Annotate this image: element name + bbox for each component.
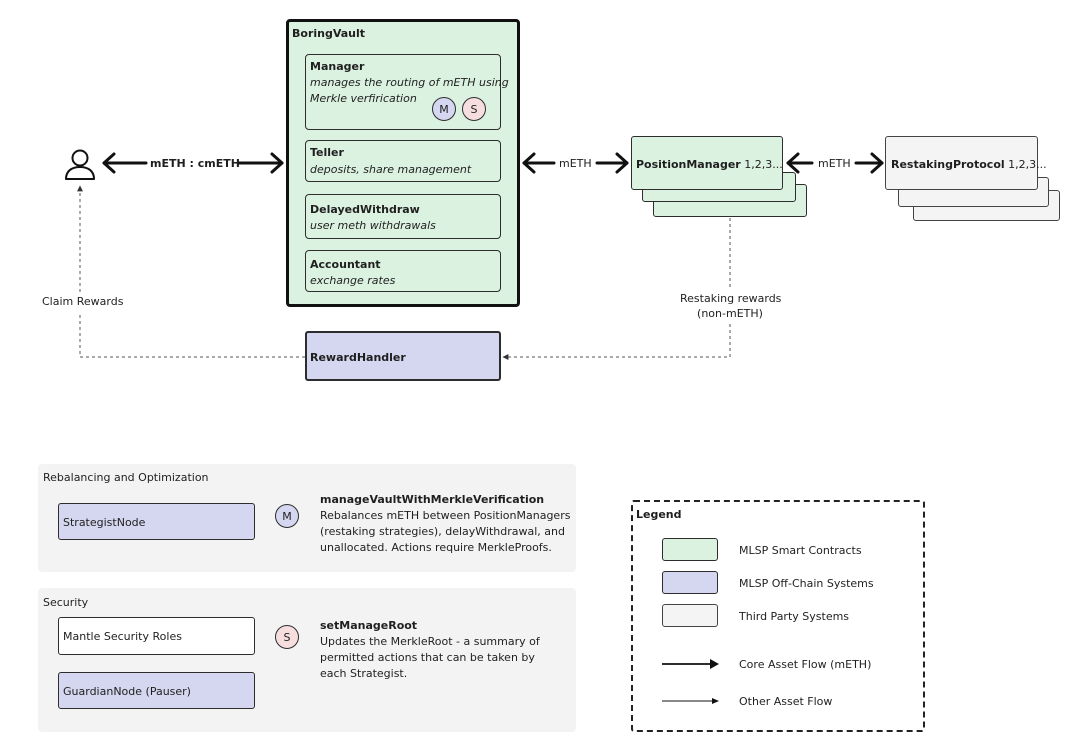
rebalancing-fn-line-1: Rebalances mETH between PositionManagers bbox=[320, 509, 571, 522]
position-manager-label: PositionManager 1,2,3... bbox=[636, 157, 783, 172]
security-fn-title: setManageRoot bbox=[320, 619, 418, 632]
teller-box[interactable]: Teller deposits, share management bbox=[305, 140, 501, 182]
security-title: Security bbox=[43, 596, 89, 609]
position-manager-name: PositionManager bbox=[636, 158, 741, 171]
rebalancing-title: Rebalancing and Optimization bbox=[43, 471, 209, 484]
manager-badge-m: M bbox=[432, 97, 456, 121]
legend-third-party-label: Third Party Systems bbox=[739, 610, 850, 623]
legend-other-flow-label: Other Asset Flow bbox=[739, 695, 833, 708]
legend-swatch-smart-contracts bbox=[662, 538, 718, 561]
guardian-node-label: GuardianNode (Pauser) bbox=[63, 685, 191, 698]
restaking-protocol-label: RestakingProtocol 1,2,3... bbox=[891, 157, 1047, 172]
manager-desc-line-1: manages the routing of mETH using bbox=[310, 76, 509, 89]
security-fn-line-1: Updates the MerkleRoot - a summary of bbox=[320, 635, 540, 648]
rebalancing-fn-line-3: unallocated. Actions require MerkleProof… bbox=[320, 541, 552, 554]
manager-badge-s: S bbox=[462, 97, 486, 121]
boring-vault-title: BoringVault bbox=[292, 27, 366, 40]
security-roles-box[interactable]: Mantle Security Roles bbox=[58, 617, 255, 655]
user-icon bbox=[65, 149, 95, 180]
manager-desc-line-2: Merkle verfirication bbox=[310, 92, 417, 105]
legend-title: Legend bbox=[636, 508, 682, 521]
restaking-protocol-box[interactable]: RestakingProtocol 1,2,3... bbox=[885, 136, 1047, 190]
security-fn-line-2: permitted actions that can be taken by bbox=[320, 651, 535, 664]
legend-smart-contracts-label: MLSP Smart Contracts bbox=[739, 544, 862, 557]
pm-rp-label: mETH bbox=[818, 157, 851, 170]
legend-core-flow-label: Core Asset Flow (mETH) bbox=[739, 658, 872, 671]
rebalancing-fn-line-2: (restaking strategies), delayWithdrawal,… bbox=[320, 525, 565, 538]
legend-swatch-offchain bbox=[662, 571, 718, 594]
security-fn-desc: Updates the MerkleRoot - a summary of pe… bbox=[320, 634, 540, 682]
security-panel: Security Mantle Security Roles GuardianN… bbox=[38, 588, 576, 732]
guardian-node-box[interactable]: GuardianNode (Pauser) bbox=[58, 672, 255, 709]
vault-pm-label: mETH bbox=[559, 157, 592, 170]
rebalancing-panel: Rebalancing and Optimization StrategistN… bbox=[38, 464, 576, 572]
reward-handler-label: RewardHandler bbox=[310, 351, 406, 364]
claim-rewards-label: Claim Rewards bbox=[42, 295, 124, 308]
rebalancing-fn-desc: Rebalances mETH between PositionManagers… bbox=[320, 508, 570, 556]
user-vault-arrow bbox=[102, 152, 284, 174]
restaking-rewards-label: Restaking rewards (non-mETH) bbox=[680, 291, 782, 321]
strategist-node-box[interactable]: StrategistNode bbox=[58, 503, 255, 540]
position-manager-box[interactable]: PositionManager 1,2,3... bbox=[631, 136, 783, 190]
legend-offchain-label: MLSP Off-Chain Systems bbox=[739, 577, 874, 590]
restaking-rewards-path bbox=[502, 218, 731, 360]
manager-box[interactable]: Manager manages the routing of mETH usin… bbox=[305, 54, 509, 130]
strategist-node-label: StrategistNode bbox=[63, 516, 146, 529]
delayed-withdraw-box[interactable]: DelayedWithdraw user meth withdrawals bbox=[305, 194, 501, 239]
restaking-rewards-line-2: (non-mETH) bbox=[697, 307, 763, 320]
user-vault-label: mETH : cmETH bbox=[150, 157, 240, 170]
legend-arrows bbox=[662, 659, 719, 704]
reward-handler-box[interactable]: RewardHandler bbox=[305, 331, 501, 381]
rebalancing-badge-m: M bbox=[275, 504, 299, 528]
legend-swatch-third-party bbox=[662, 604, 718, 627]
claim-rewards-path bbox=[77, 185, 305, 358]
security-fn-line-3: each Strategist. bbox=[320, 667, 408, 680]
delayed-withdraw-desc: user meth withdrawals bbox=[310, 219, 436, 232]
position-manager-suffix: 1,2,3... bbox=[744, 158, 783, 171]
security-badge-s: S bbox=[275, 625, 299, 649]
vault-pm-arrow bbox=[522, 152, 629, 174]
restaking-protocol-name: RestakingProtocol bbox=[891, 158, 1005, 171]
accountant-title: Accountant bbox=[310, 258, 381, 271]
manager-title: Manager bbox=[310, 60, 365, 73]
teller-desc: deposits, share management bbox=[310, 163, 472, 176]
restaking-protocol-suffix: 1,2,3... bbox=[1008, 158, 1047, 171]
pm-rp-arrow bbox=[786, 152, 884, 174]
accountant-box[interactable]: Accountant exchange rates bbox=[305, 250, 501, 292]
delayed-withdraw-title: DelayedWithdraw bbox=[310, 203, 420, 216]
accountant-desc: exchange rates bbox=[310, 274, 396, 287]
legend-box: Legend bbox=[631, 500, 925, 732]
teller-title: Teller bbox=[310, 146, 344, 159]
restaking-rewards-line-1: Restaking rewards bbox=[680, 292, 782, 305]
security-roles-label: Mantle Security Roles bbox=[63, 630, 182, 643]
rebalancing-fn-title: manageVaultWithMerkleVerification bbox=[320, 493, 545, 506]
